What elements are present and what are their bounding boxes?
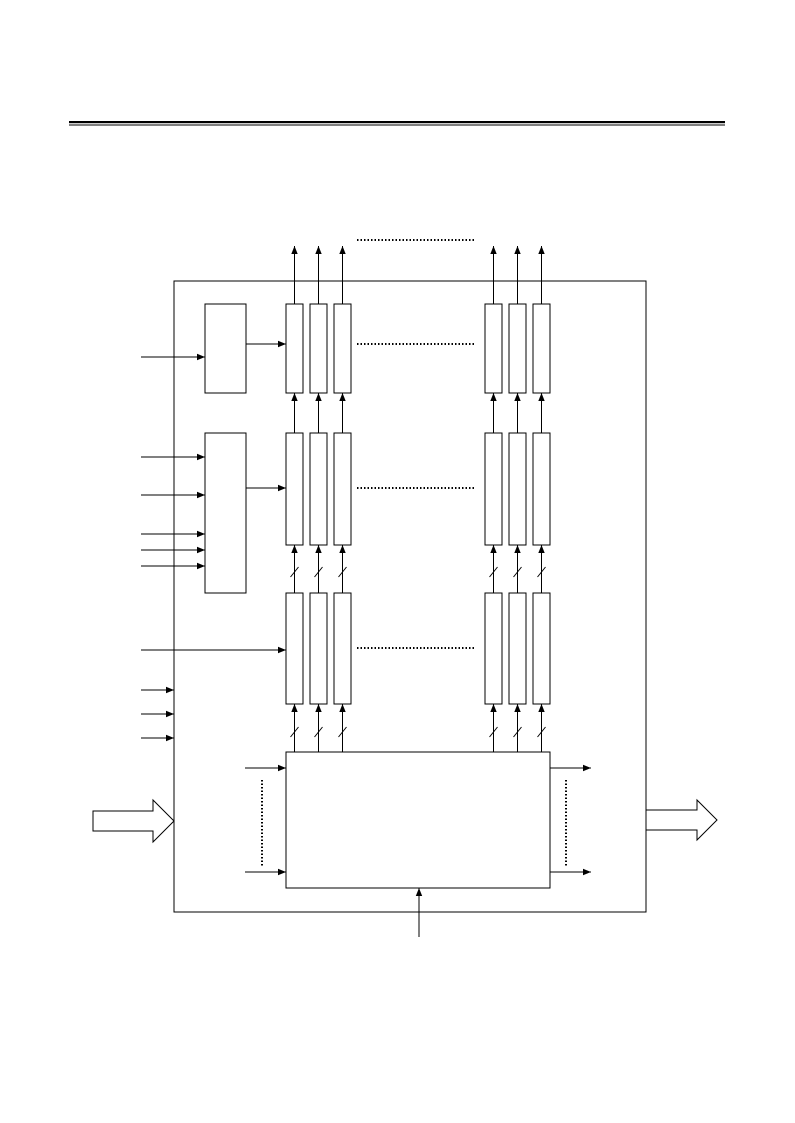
bus-width-tick	[338, 726, 347, 738]
dotted-continuations	[261, 239, 567, 866]
register-cell	[508, 432, 527, 546]
bottom-block	[285, 751, 551, 889]
left-block-mid	[204, 432, 247, 594]
bus-width-tick	[338, 566, 347, 578]
register-columns	[285, 246, 551, 752]
register-cell	[508, 303, 527, 394]
bus-width-tick	[513, 566, 522, 578]
register-cell	[484, 432, 503, 546]
register-cell	[484, 592, 503, 705]
register-cell	[285, 303, 304, 394]
register-cell	[285, 592, 304, 705]
bus-width-tick	[489, 566, 498, 578]
register-cell	[333, 592, 352, 705]
left-input-arrows	[141, 353, 286, 742]
outer-block	[173, 280, 647, 913]
bottom-block-io	[245, 764, 591, 937]
header-rule	[69, 121, 725, 126]
register-cell	[484, 303, 503, 394]
register-cell	[309, 592, 328, 705]
bus-width-tick	[314, 726, 323, 738]
register-cell	[285, 432, 304, 546]
bus-width-tick	[489, 726, 498, 738]
bus-width-tick	[290, 726, 299, 738]
register-cell	[532, 303, 551, 394]
bus-width-tick	[290, 566, 299, 578]
register-cell	[333, 432, 352, 546]
register-cell	[309, 303, 328, 394]
bus-width-tick	[513, 726, 522, 738]
bus-width-tick	[314, 566, 323, 578]
input-bus-arrow-icon	[92, 798, 175, 844]
register-cell	[532, 432, 551, 546]
bus-width-tick	[537, 726, 546, 738]
output-bus-arrow-icon	[645, 798, 718, 842]
register-cell	[333, 303, 352, 394]
register-cell	[508, 592, 527, 705]
register-cell	[532, 592, 551, 705]
bus-width-tick	[537, 566, 546, 578]
register-cell	[309, 432, 328, 546]
left-block-top	[204, 303, 247, 394]
